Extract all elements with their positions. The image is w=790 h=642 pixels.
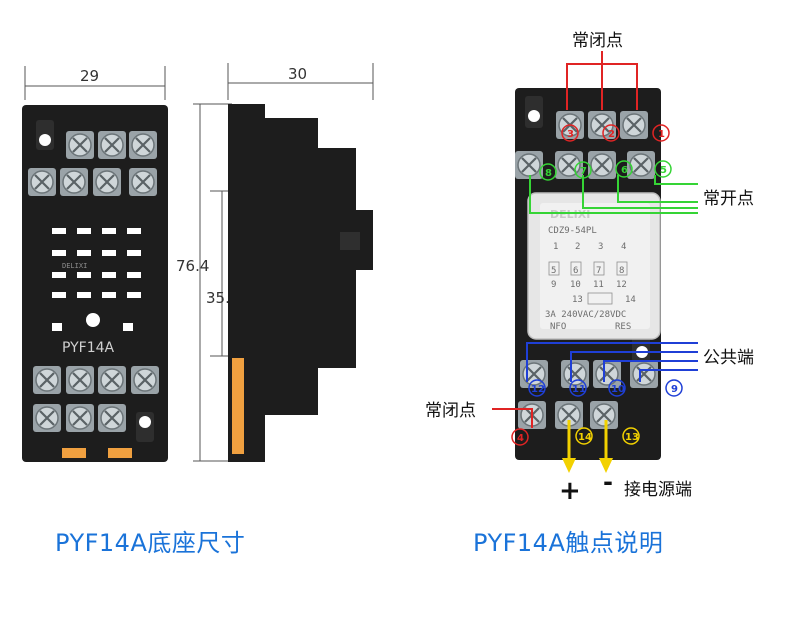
terminal-number: 9 xyxy=(671,384,678,395)
contact-description: DELIXI CDZ9-54PL 1 2 3 4 5 6 7 8 9 10 11… xyxy=(425,31,754,506)
terminal-number: 11 xyxy=(572,384,586,395)
terminal-circle xyxy=(569,379,587,397)
terminal-number: 7 xyxy=(580,166,587,177)
nc-bottom-leader-line xyxy=(492,408,533,428)
terminal-circle xyxy=(622,427,640,445)
terminal-number: 12 xyxy=(531,384,545,395)
relay-num: 6 xyxy=(573,266,578,276)
relay-num: 7 xyxy=(596,266,601,276)
terminal-circle xyxy=(561,124,579,142)
relay-num: 8 xyxy=(619,266,624,276)
relay-num: 3 xyxy=(598,242,603,252)
base-brand-label: DELIXI xyxy=(62,262,87,270)
relay-foot-right: RES xyxy=(615,322,631,332)
base-model-label: PYF14A xyxy=(62,340,115,356)
terminal-circle xyxy=(528,379,546,397)
base-front-view: 29 DELIXI PYF14A xyxy=(22,66,168,462)
nc-top-label: 常闭点 xyxy=(572,31,623,51)
relay-num: 4 xyxy=(621,242,626,252)
base-dimension-caption: PYF14A底座尺寸 xyxy=(55,529,246,557)
width-dimension-label: 29 xyxy=(80,67,99,85)
plus-sign: + xyxy=(559,476,581,506)
nc-bottom-label: 常闭点 xyxy=(425,401,476,421)
terminal-circle xyxy=(608,379,626,397)
relay-num: 12 xyxy=(616,280,627,290)
relay-num: 5 xyxy=(551,266,556,276)
power-label: 接电源端 xyxy=(624,480,692,500)
terminal-number: 2 xyxy=(608,129,615,140)
depth-dimension-label: 30 xyxy=(288,65,307,83)
terminal-circle xyxy=(574,161,592,179)
relay-num: 14 xyxy=(625,295,636,305)
relay-num: 13 xyxy=(572,295,583,305)
relay-num: 1 xyxy=(553,242,558,252)
no-leader-lines xyxy=(529,175,698,214)
contact-description-caption: PYF14A触点说明 xyxy=(473,529,664,557)
relay-foot-left: NFO xyxy=(550,322,566,332)
terminal-number: 8 xyxy=(545,168,552,179)
relay-rating: 3A 240VAC/28VDC xyxy=(545,310,626,320)
relay-brand: DELIXI xyxy=(550,208,590,221)
base-side-view: 30 76.4 35.5 xyxy=(176,63,374,462)
power-arrows xyxy=(562,420,613,473)
terminal-number: 4 xyxy=(517,433,524,444)
relay-num: 10 xyxy=(570,280,581,290)
terminal-circle xyxy=(652,124,670,142)
relay-model: CDZ9-54PL xyxy=(548,226,597,236)
terminal-circle xyxy=(615,160,633,178)
terminal-number: 6 xyxy=(621,165,628,176)
nc-top-leader-lines xyxy=(566,51,638,110)
terminal-number: 10 xyxy=(611,384,625,395)
relay-num: 2 xyxy=(575,242,580,252)
minus-sign: - xyxy=(603,468,613,496)
terminal-circle xyxy=(575,427,593,445)
terminal-number: 14 xyxy=(578,432,592,443)
terminal-circle xyxy=(511,428,529,446)
terminal-number: 1 xyxy=(658,129,665,140)
common-label: 公共端 xyxy=(703,348,754,368)
terminal-circle xyxy=(602,124,620,142)
terminal-circle xyxy=(654,160,672,178)
terminal-number: 13 xyxy=(625,432,639,443)
terminal-circle xyxy=(665,379,683,397)
relay-num: 9 xyxy=(551,280,556,290)
height-dimension-label: 76.4 xyxy=(176,257,209,275)
relay-terminal-map: 1 2 3 4 5 6 7 8 9 10 11 12 13 14 xyxy=(548,242,636,305)
no-label: 常开点 xyxy=(703,189,754,209)
terminal-number: 5 xyxy=(660,165,667,176)
terminal-number: 3 xyxy=(567,129,574,140)
terminal-circle xyxy=(539,163,557,181)
common-leader-lines xyxy=(526,342,698,382)
relay-num: 11 xyxy=(593,280,604,290)
